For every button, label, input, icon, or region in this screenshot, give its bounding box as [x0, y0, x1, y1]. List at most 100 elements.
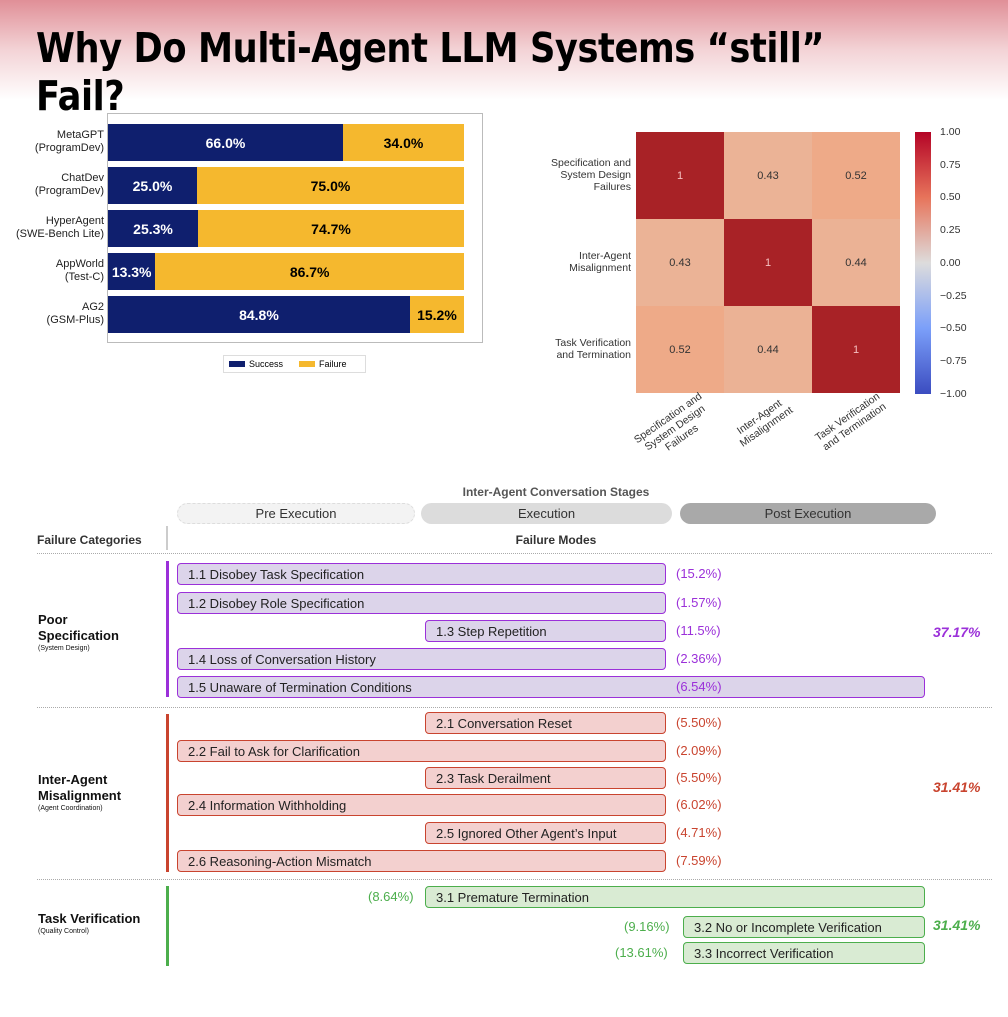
- category-label: Task Verification (Quality Control): [38, 911, 148, 937]
- bar-success: 25.0%: [108, 167, 197, 204]
- heatmap-col-label: Task Verification and Termination: [813, 390, 889, 454]
- category-subtitle: (Agent Coordination): [38, 805, 103, 812]
- failure-mode: 1.5 Unaware of Termination Conditions: [177, 676, 925, 698]
- heatmap-row-label: Specification and System Design Failures: [551, 157, 631, 193]
- category-label: Poor Specification (System Design): [38, 612, 148, 654]
- failure-mode: 2.6 Reasoning-Action Mismatch: [177, 850, 666, 872]
- heatmap-col-label: Inter-Agent Misalignment: [734, 397, 796, 450]
- colorbar-tick: −0.75: [940, 354, 967, 367]
- stage-pre-execution: Pre Execution: [177, 503, 415, 524]
- colorbar-tick: 0.00: [940, 256, 961, 269]
- legend-success: Success: [229, 359, 283, 369]
- failure-mode: 2.2 Fail to Ask for Clarification: [177, 740, 666, 762]
- bar-success: 25.3%: [108, 210, 199, 247]
- failure-mode: 1.3 Step Repetition: [425, 620, 666, 642]
- bar-chart-frame: [107, 113, 483, 343]
- colorbar-tick: −0.25: [940, 289, 967, 302]
- bar-failure: 15.2%: [409, 296, 464, 333]
- stages-header: Inter-Agent Conversation Stages: [462, 485, 650, 499]
- bar-success: 66.0%: [108, 124, 343, 161]
- category-total: 31.41%: [933, 779, 981, 795]
- failure-mode-percentage: (5.50%): [676, 770, 722, 785]
- failure-mode: 3.1 Premature Termination: [425, 886, 925, 908]
- category-label: Inter-Agent Misalignment (Agent Coordinat…: [38, 772, 148, 814]
- bar-success: 84.8%: [108, 296, 410, 333]
- category-name: Inter-Agent Misalignment: [38, 772, 122, 803]
- stage-execution: Execution: [421, 503, 672, 524]
- failure-mode: 2.3 Task Derailment: [425, 767, 666, 789]
- failure-mode-percentage: (6.54%): [676, 679, 722, 694]
- failure-mode-percentage: (4.71%): [676, 825, 722, 840]
- heatmap-cell: 0.52: [812, 132, 900, 219]
- heatmap-cell: 0.43: [636, 219, 724, 306]
- bar-success: 13.3%: [108, 253, 156, 290]
- heatmap-cell: 0.44: [724, 306, 812, 393]
- heatmap-cell: 0.52: [636, 306, 724, 393]
- failure-mode: 1.2 Disobey Role Specification: [177, 592, 666, 614]
- category-subtitle: (System Design): [38, 645, 90, 652]
- failure-mode: 2.1 Conversation Reset: [425, 712, 666, 734]
- heatmap-cell: 1: [812, 306, 900, 393]
- failure-mode: 1.1 Disobey Task Specification: [177, 563, 666, 585]
- heatmap-row-label: Inter-Agent Misalignment: [569, 250, 631, 274]
- col-failure-modes: Failure Modes: [515, 533, 597, 547]
- colorbar-tick: 0.50: [940, 191, 961, 204]
- bar-legend: Success Failure: [223, 355, 366, 373]
- legend-failure-label: Failure: [319, 359, 347, 369]
- category-bar: [166, 561, 169, 697]
- separator: [37, 553, 992, 554]
- bar-failure: 34.0%: [342, 124, 464, 161]
- category-subtitle: (Quality Control): [38, 928, 89, 935]
- category-name: Poor Specification: [38, 612, 119, 643]
- category-total: 37.17%: [933, 624, 981, 640]
- failure-mode-percentage: (15.2%): [676, 566, 722, 581]
- failure-mode-percentage: (7.59%): [676, 853, 722, 868]
- bar-category-label: AG2 (GSM-Plus): [46, 301, 104, 326]
- col-failure-categories: Failure Categories: [37, 533, 142, 547]
- bar-category-label: ChatDev (ProgramDev): [34, 172, 104, 197]
- heatmap-cell: 0.44: [812, 219, 900, 306]
- heatmap-cell: 1: [724, 219, 812, 306]
- colorbar-tick: −1.00: [940, 387, 967, 400]
- failure-mode-percentage: (5.50%): [676, 715, 722, 730]
- divider: [166, 526, 168, 550]
- failure-mode-percentage: (2.36%): [676, 651, 722, 666]
- failure-mode-percentage: (13.61%): [615, 945, 668, 960]
- category-name: Task Verification: [38, 911, 141, 926]
- failure-mode-percentage: (6.02%): [676, 797, 722, 812]
- failure-mode-percentage: (8.64%): [368, 889, 414, 904]
- bar-category-label: HyperAgent (SWE-Bench Lite): [15, 215, 104, 240]
- colorbar-tick: 1.00: [940, 126, 961, 138]
- bar-failure: 86.7%: [155, 253, 464, 290]
- failure-mode: 1.4 Loss of Conversation History: [177, 648, 666, 670]
- category-bar: [166, 714, 169, 872]
- colorbar-tick: 0.75: [940, 158, 961, 171]
- category-total: 31.41%: [933, 917, 981, 933]
- heatmap-col-label: Specification and System Design Failures: [631, 390, 708, 454]
- colorbar-tick: 0.25: [940, 224, 961, 237]
- page-title: Why Do Multi-Agent LLM Systems “still” F…: [36, 24, 825, 120]
- separator: [37, 707, 992, 708]
- failure-mode-percentage: (9.16%): [624, 919, 670, 934]
- heatmap-cell: 0.43: [724, 132, 812, 219]
- failure-mode-percentage: (11.5%): [676, 623, 721, 638]
- stage-post-execution: Post Execution: [680, 503, 936, 524]
- bar-category-label: AppWorld (Test-C): [55, 258, 104, 283]
- heatmap-cell: 1: [636, 132, 724, 219]
- heatmap-row-label: Task Verification and Termination: [555, 337, 631, 361]
- separator: [37, 879, 992, 880]
- failure-mode: 3.3 Incorrect Verification: [683, 942, 925, 964]
- category-bar: [166, 886, 169, 966]
- failure-mode: 3.2 No or Incomplete Verification: [683, 916, 925, 938]
- failure-mode-percentage: (2.09%): [676, 743, 722, 758]
- header-gradient: [0, 0, 1008, 100]
- colorbar-tick: −0.50: [940, 322, 967, 335]
- bar-failure: 74.7%: [198, 210, 464, 247]
- failure-mode-percentage: (1.57%): [676, 595, 722, 610]
- legend-success-label: Success: [249, 359, 284, 369]
- bar-failure: 75.0%: [197, 167, 464, 204]
- failure-mode: 2.4 Information Withholding: [177, 794, 666, 816]
- bar-category-label: MetaGPT (ProgramDev): [34, 129, 104, 154]
- failure-mode: 2.5 Ignored Other Agent’s Input: [425, 822, 666, 844]
- colorbar: [915, 132, 931, 394]
